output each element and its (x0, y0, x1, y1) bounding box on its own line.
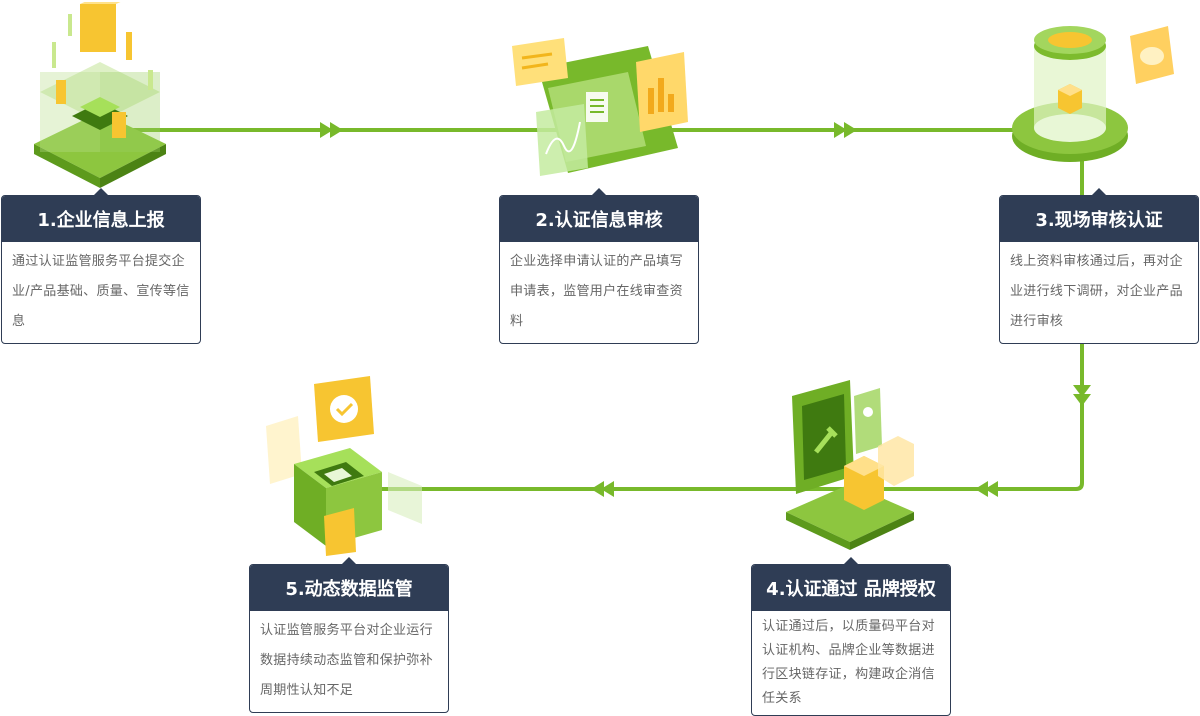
step-title: 2.认证信息审核 (500, 188, 698, 242)
arrow-left-icon (591, 481, 614, 497)
arrow-right-icon (320, 122, 343, 138)
server-stack-icon (34, 2, 166, 188)
step-title: 4.认证通过 品牌授权 (752, 557, 950, 611)
step-card-5: 5.动态数据监管 认证监管服务平台对企业运行数据持续动态监管和保护弥补周期性认知… (249, 557, 449, 713)
step-title: 1.企业信息上报 (2, 188, 200, 242)
step-card-4: 4.认证通过 品牌授权 认证通过后，以质量码平台对认证机构、品牌企业等数据进行区… (751, 557, 951, 716)
step-title: 5.动态数据监管 (250, 557, 448, 611)
arrow-right-icon (834, 122, 857, 138)
arrow-left-icon (975, 481, 998, 497)
step-card-3: 3.现场审核认证 线上资料审核通过后，再对企业进行线下调研，对企业产品进行审核 (999, 188, 1199, 344)
step-card-1: 1.企业信息上报 通过认证监管服务平台提交企业/产品基础、质量、宣传等信息 (1, 188, 201, 344)
step-description: 认证通过后，以质量码平台对认证机构、品牌企业等数据进行区块链存证，构建政企消信任… (762, 619, 935, 706)
dynamic-monitor-icon (266, 376, 422, 556)
onsite-platform-icon (1012, 26, 1174, 162)
step-description: 认证监管服务平台对企业运行数据持续动态监管和保护弥补周期性认知不足 (260, 623, 433, 698)
step-description: 企业选择申请认证的产品填写申请表，监管用户在线审查资料 (510, 254, 683, 329)
step-title: 3.现场审核认证 (1000, 188, 1198, 242)
document-review-icon (512, 38, 688, 176)
step-card-2: 2.认证信息审核 企业选择申请认证的产品填写申请表，监管用户在线审查资料 (499, 188, 699, 344)
brand-authorization-icon (786, 380, 914, 550)
arrow-down-icon (1073, 385, 1091, 406)
step-description: 通过认证监管服务平台提交企业/产品基础、质量、宣传等信息 (12, 254, 190, 329)
step-description: 线上资料审核通过后，再对企业进行线下调研，对企业产品进行审核 (1010, 254, 1183, 329)
connector-line (100, 128, 1084, 491)
